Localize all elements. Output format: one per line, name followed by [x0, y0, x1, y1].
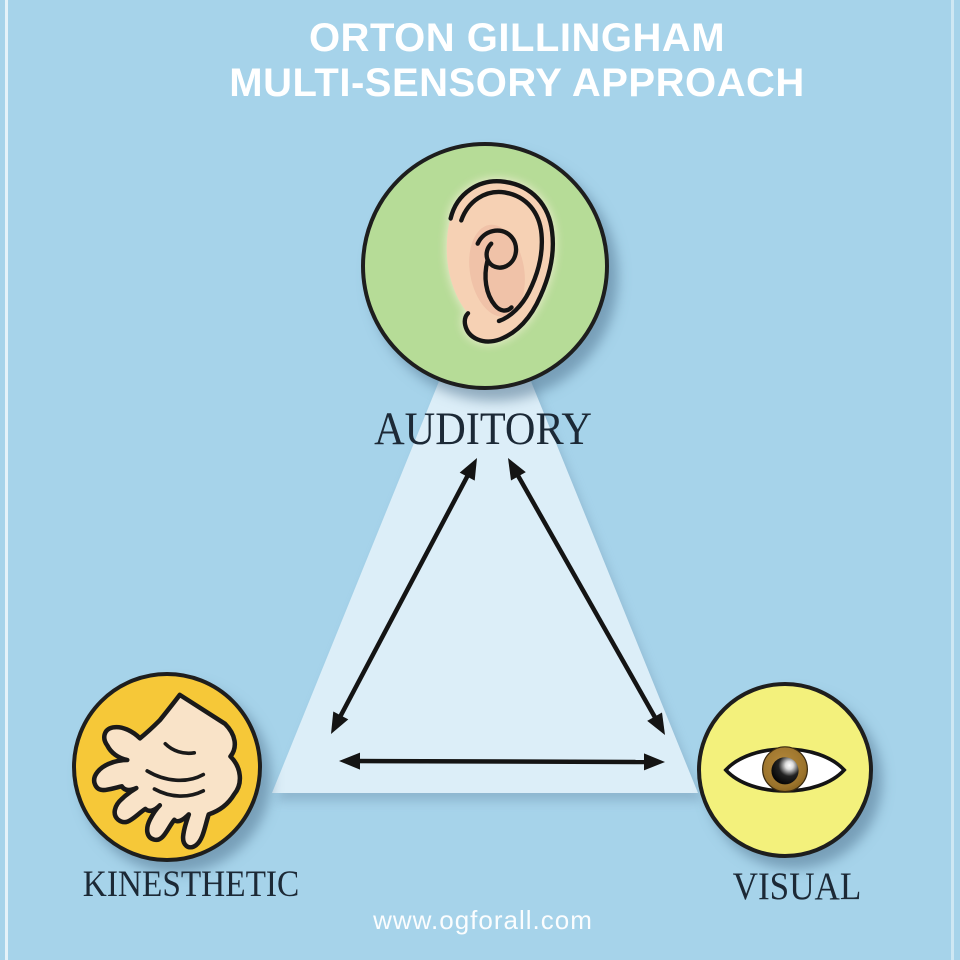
visual-label: VISUAL: [732, 865, 862, 908]
auditory-label: AUDITORY: [374, 403, 592, 455]
right-edge-stripe: [951, 0, 954, 960]
node-visual: [697, 682, 873, 858]
node-kinesthetic: [72, 672, 262, 862]
hand-icon: [91, 692, 243, 850]
left-edge-stripe: [5, 0, 8, 960]
title-line-1: ORTON GILLINGHAM: [308, 16, 726, 60]
kinesthetic-label: KINESTHETIC: [82, 864, 300, 905]
arrow-auditory-kinesthetic: [331, 458, 477, 734]
ear-icon: [446, 179, 556, 344]
triangle-background: [272, 268, 698, 793]
node-auditory: [361, 142, 609, 390]
website-url: www.ogforall.com: [373, 905, 593, 935]
arrow-kinesthetic-visual: [339, 752, 665, 771]
eye-icon: [723, 746, 847, 793]
page-title: ORTON GILLINGHAM MULTI-SENSORY APPROACH: [37, 16, 960, 106]
arrow-auditory-visual: [508, 458, 665, 735]
title-line-2: MULTI-SENSORY APPROACH: [229, 61, 805, 106]
